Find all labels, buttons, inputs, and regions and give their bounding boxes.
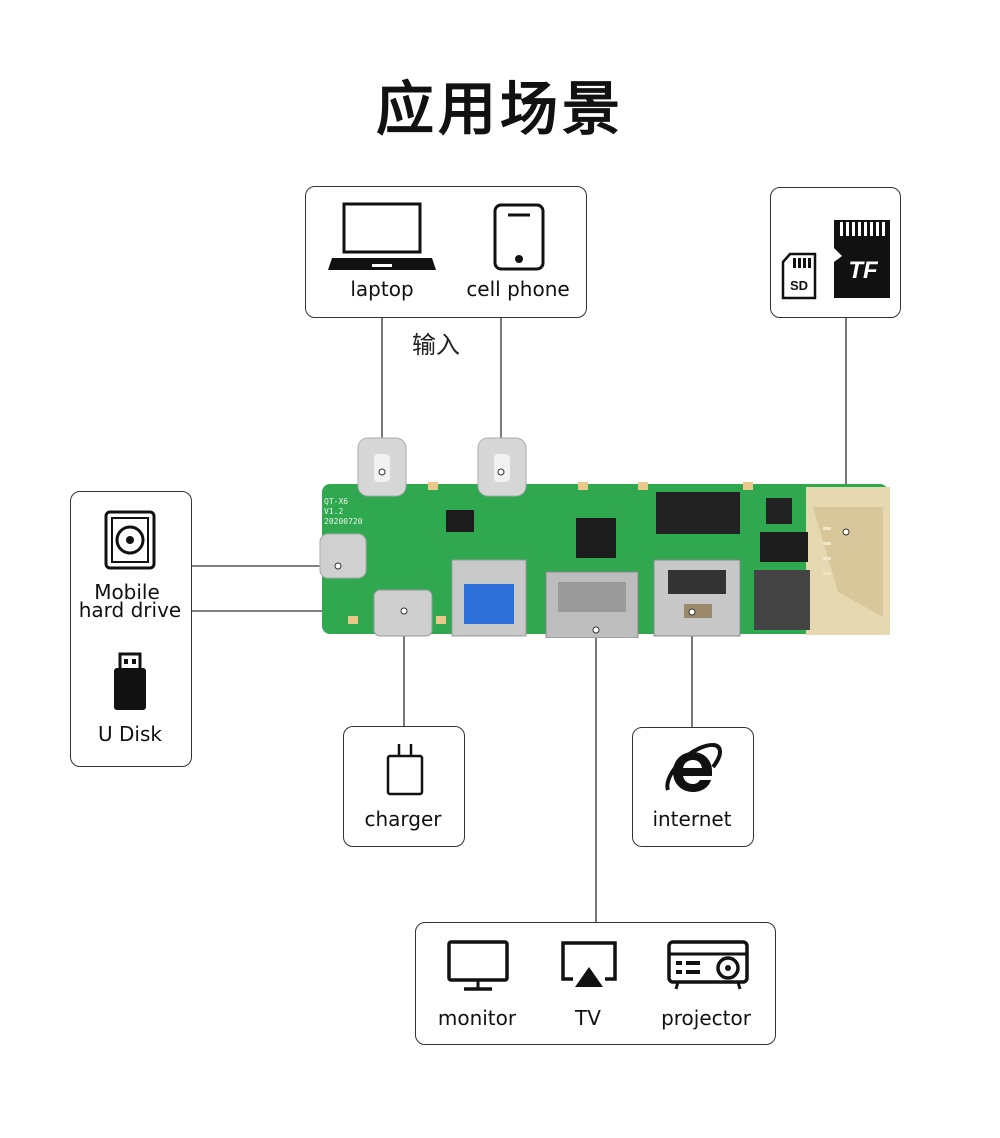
usb-c-side (319, 533, 367, 579)
hard-drive-label-line2: hard drive (78, 598, 182, 622)
projector-label: projector (661, 1006, 751, 1030)
board-model: QT-X6 (324, 497, 348, 506)
sd-card-text: SD (790, 278, 808, 293)
projector-icon (667, 940, 749, 990)
board-date: 20200720 (324, 517, 363, 526)
cell-phone-icon (493, 203, 545, 271)
sd-controller (754, 570, 810, 630)
chip-cpu (576, 518, 616, 558)
monitor-icon (447, 940, 509, 991)
page-title: 应用场景 (375, 75, 624, 143)
tf-card-text: TF (848, 257, 879, 284)
internet-explorer-icon (665, 742, 722, 792)
u-disk-icon (114, 652, 146, 710)
charger-icon (386, 744, 424, 796)
tf-card-icon: TF (834, 220, 890, 298)
laptop-label: laptop (350, 277, 414, 301)
board-version: V1.2 (324, 507, 343, 516)
internet-label: internet (652, 807, 732, 831)
cell-phone-label: cell phone (466, 277, 570, 301)
hard-drive-label-line1: Mobile (94, 580, 160, 604)
charger-box (343, 726, 465, 847)
chip-main (656, 492, 740, 534)
pcb-board: QT-X6 V1.2 20200720 (319, 437, 890, 638)
laptop-icon (328, 202, 436, 270)
input-label: 输入 (412, 331, 460, 359)
hard-drive-icon (104, 510, 156, 570)
u-disk-label: U Disk (98, 722, 162, 746)
charger-label: charger (364, 807, 442, 831)
monitor-label: monitor (437, 1006, 517, 1030)
sd-card-icon: SD (781, 252, 817, 300)
tv-icon (561, 941, 617, 987)
tv-label: TV (575, 1006, 601, 1030)
